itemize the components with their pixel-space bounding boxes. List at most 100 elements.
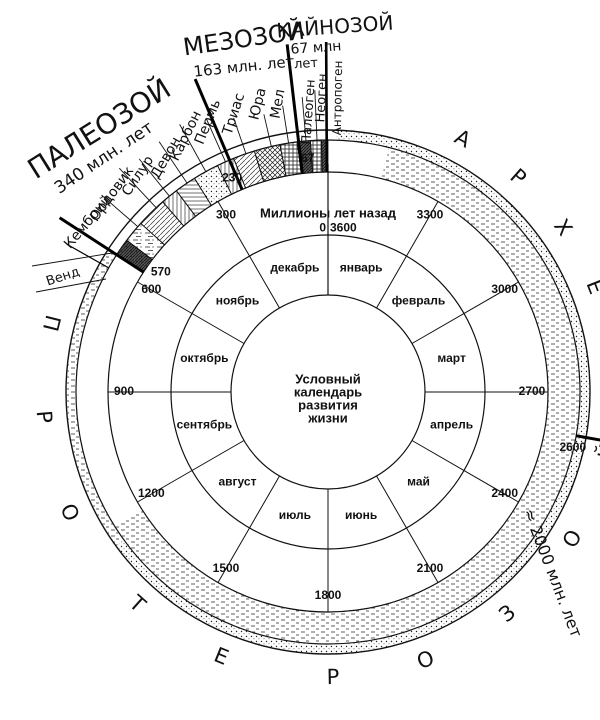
- period-divider-line: [253, 150, 265, 182]
- period-leader-line: [205, 117, 226, 162]
- period-leader-line: [158, 141, 188, 184]
- year-tick-label: 0: [319, 221, 326, 235]
- line-layer: [31, 41, 600, 612]
- proterozoic-letter: Р: [32, 409, 57, 424]
- year-tick-label: 2400: [491, 486, 518, 500]
- period-leader-line: [101, 194, 139, 228]
- cenozoic-boundary-line: [285, 44, 304, 174]
- period-leader-line: [233, 117, 247, 154]
- vend-leader-line-top: [31, 252, 113, 267]
- archaean-letter: Е: [581, 276, 600, 297]
- year-tick-label: 1200: [138, 486, 165, 500]
- center-label-line: жизни: [307, 410, 348, 425]
- period-label-neogene: Неоген: [313, 73, 331, 123]
- month-divider-line: [137, 440, 245, 503]
- archaean-letter: Р: [505, 164, 530, 190]
- year-tick-label: 3600: [330, 221, 357, 235]
- period-label-paleogene: Палеоген: [299, 79, 319, 145]
- label-layer: Миллионы лет назадУсловныйкалендарьразви…: [21, 10, 600, 689]
- year-tick-label: 3000: [491, 282, 518, 296]
- month-label-4: апрель: [430, 417, 473, 431]
- year-tick-label: 1500: [213, 561, 240, 575]
- month-label-1: январь: [340, 261, 383, 275]
- proterozoic-band: [65, 249, 125, 546]
- period-label-cretaceous: Мел: [268, 88, 289, 120]
- proterozoic-letter: Й: [592, 441, 600, 462]
- month-divider-line: [376, 201, 439, 309]
- proterozoic-letter: О: [55, 500, 84, 525]
- year-tick-label: 300: [216, 208, 236, 222]
- proterozoic-letter: Е: [211, 643, 232, 670]
- period-divider-line: [279, 144, 287, 177]
- period-divider-line: [126, 240, 153, 260]
- period-divider-line: [321, 140, 323, 173]
- month-divider-line: [217, 201, 280, 309]
- month-label-11: ноябрь: [216, 294, 260, 308]
- month-divider-line: [137, 281, 245, 344]
- boundary-tick-570: 570: [151, 265, 171, 279]
- chart-title: Миллионы лет назад: [260, 205, 397, 220]
- period-leader-line: [179, 124, 207, 172]
- paleozoic-boundary-line: [58, 216, 145, 274]
- month-divider-line: [376, 475, 439, 583]
- proterozoic-letter: П: [38, 312, 65, 333]
- proterozoic-letter: З: [495, 600, 521, 627]
- year-tick-label: 3300: [417, 208, 444, 222]
- period-leader-line: [138, 158, 170, 197]
- month-label-7: июль: [279, 508, 311, 522]
- band-layer: [65, 130, 590, 654]
- period-label-triassic: Триас: [219, 91, 248, 138]
- boundary-tick-2600: 2600: [559, 440, 586, 454]
- center-label-line: развития: [298, 397, 358, 412]
- present-boundary-line: [324, 41, 329, 173]
- year-tick-label: 2700: [519, 384, 546, 398]
- boundary-tick-230: 230: [222, 170, 242, 184]
- period-leader-line: [263, 114, 272, 147]
- archaean-letter: Х: [549, 215, 577, 241]
- year-tick-label: 600: [141, 282, 161, 296]
- year-tick-label: 900: [114, 384, 134, 398]
- proterozoic-letter: Т: [124, 590, 150, 617]
- vend-leader-line-bottom: [35, 278, 107, 293]
- period-divider-line: [217, 165, 232, 195]
- month-label-5: май: [407, 475, 430, 489]
- proterozoic-letter: О: [558, 526, 587, 553]
- month-divider-line: [411, 440, 519, 503]
- proterozoic-letter: О: [414, 646, 438, 674]
- year-tick-label: 2100: [417, 561, 444, 575]
- period-divider-line: [194, 178, 212, 206]
- archaean-letter: А: [451, 125, 476, 153]
- year-tick-label: 1800: [315, 588, 342, 602]
- period-leader-line: [282, 105, 290, 144]
- month-label-12: декабрь: [270, 261, 319, 275]
- period-divider-line: [140, 223, 165, 246]
- period-label-vend: Венд: [44, 265, 81, 290]
- month-label-3: март: [437, 351, 466, 365]
- vend-boundary-line: [66, 243, 109, 269]
- cenozoic-duration: 67 млн: [290, 38, 342, 58]
- month-label-2: февраль: [392, 294, 445, 308]
- month-label-10: октябрь: [180, 351, 228, 365]
- period-divider-line: [176, 190, 196, 217]
- month-divider-line: [411, 281, 519, 344]
- month-divider-line: [217, 475, 280, 583]
- period-leader-line: [314, 90, 318, 141]
- period-divider-line: [162, 201, 184, 227]
- period-label-anthropogene: Антропоген: [330, 61, 345, 136]
- month-label-9: сентябрь: [177, 417, 233, 431]
- month-label-6: июнь: [345, 508, 377, 522]
- cenozoic-duration-unit: лет: [294, 56, 319, 73]
- period-divider-line: [310, 140, 314, 173]
- period-divider-line: [233, 158, 246, 189]
- period-label-jurassic: Юра: [246, 86, 269, 121]
- period-leader-line: [301, 97, 307, 141]
- center-label-line: Условный: [295, 371, 360, 386]
- month-label-8: август: [218, 475, 256, 489]
- center-label-line: календарь: [294, 384, 362, 399]
- boundary-tick-67: 67: [301, 151, 315, 165]
- proterozoic-letter: Р: [326, 665, 339, 689]
- mesozoic-boundary-line: [193, 78, 244, 191]
- period-leader-line: [118, 167, 157, 209]
